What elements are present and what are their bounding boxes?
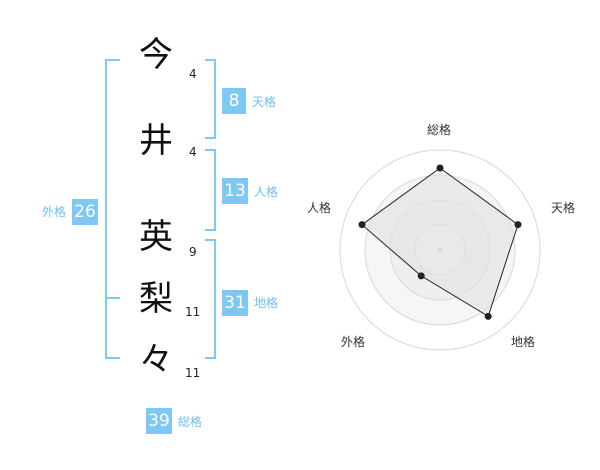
radar-point-4	[417, 272, 425, 280]
gaikaku-label: 外格	[42, 205, 67, 219]
chikaku-label: 地格	[254, 296, 279, 310]
jinkaku-label: 人格	[254, 185, 279, 199]
gaikaku-bracket	[105, 59, 120, 359]
radar-label-tenkaku: 天格	[551, 201, 576, 215]
name-char-5: 々	[139, 340, 173, 380]
radar-data-polygon	[361, 167, 519, 318]
jinkaku-value: 13	[222, 178, 248, 204]
tenkaku-label: 天格	[252, 95, 277, 109]
name-char-3: 英	[139, 217, 173, 257]
stroke-count-4: 11	[185, 305, 201, 319]
tenkaku-value: 8	[222, 88, 246, 114]
radar-label-gaikaku: 外格	[341, 335, 366, 349]
radar-point-2	[514, 221, 522, 229]
gaikaku-value: 26	[72, 199, 98, 225]
chikaku-value: 31	[222, 290, 248, 316]
kaku-brackets	[105, 59, 216, 359]
stroke-count-1: 4	[189, 67, 197, 81]
radar-chart	[339, 149, 541, 351]
radar-point-3	[484, 312, 492, 320]
radar-label-jinkaku: 人格	[307, 201, 332, 215]
name-char-2: 井	[139, 121, 173, 161]
soukaku-label: 総格	[178, 415, 203, 429]
radar-label-chikaku: 地格	[511, 335, 536, 349]
tenkaku-bracket	[205, 59, 216, 139]
name-char-4: 梨	[139, 279, 173, 319]
chikaku-bracket	[205, 239, 216, 359]
name-char-1: 今	[139, 35, 173, 75]
stroke-count-2: 4	[189, 145, 197, 159]
stroke-count-3: 9	[189, 245, 197, 259]
radar-point-1	[436, 164, 444, 172]
soukaku-value: 39	[146, 408, 172, 434]
radar-label-soukaku: 総格	[427, 123, 452, 137]
stroke-count-5: 11	[185, 366, 201, 380]
radar-point-5	[358, 221, 366, 229]
jinkaku-bracket	[205, 149, 216, 231]
